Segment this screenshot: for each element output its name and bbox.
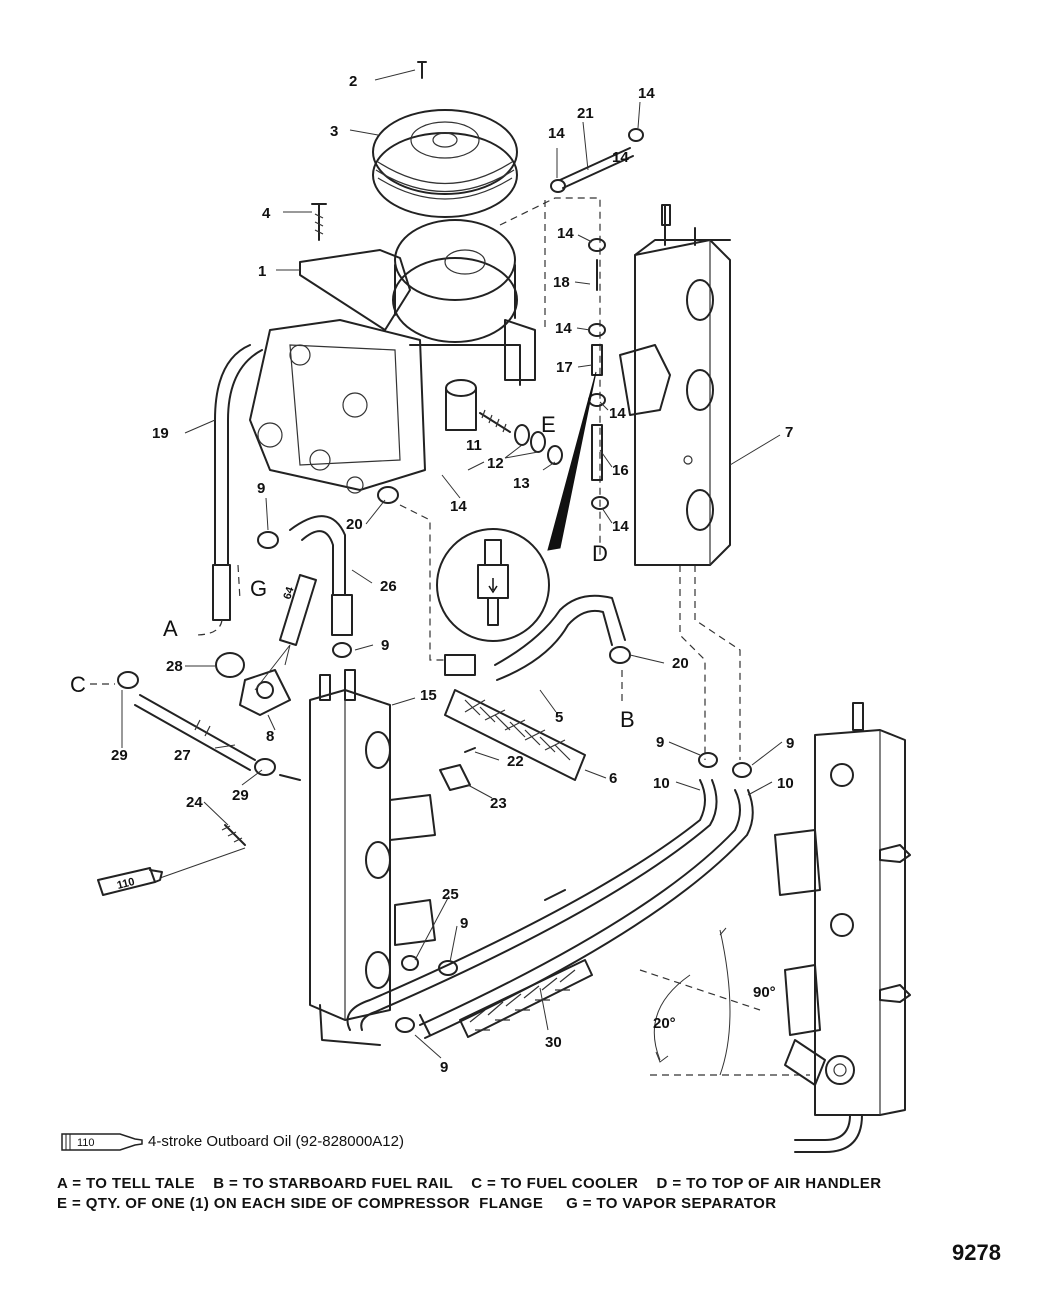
callout-30: 30 xyxy=(545,1034,562,1051)
callout-25: 25 xyxy=(442,886,459,903)
legend-tube-number: 110 xyxy=(77,1137,95,1149)
fuel-rail-15-part xyxy=(309,669,436,1021)
callout-9-f: 9 xyxy=(440,1059,448,1076)
callout-10-b: 10 xyxy=(777,775,794,792)
callout-17: 17 xyxy=(556,359,573,376)
screw-part xyxy=(417,61,427,79)
letter-A: A xyxy=(163,616,178,641)
detail-view xyxy=(436,371,597,642)
letter-G: G xyxy=(250,576,267,601)
hose-5-part xyxy=(444,594,626,681)
bolt-part xyxy=(311,203,327,241)
fitting-stack-part xyxy=(588,238,609,510)
hoses-10-part xyxy=(319,752,754,1046)
callout-19: 19 xyxy=(152,425,169,442)
fuel-rail-7-part xyxy=(619,204,731,566)
callout-10-a: 10 xyxy=(653,775,670,792)
notes-line-2: E = QTY. OF ONE (1) ON EACH SIDE OF COMP… xyxy=(57,1195,777,1212)
hose-26-part xyxy=(257,486,399,636)
callout-13: 13 xyxy=(513,475,530,492)
callout-9-d: 9 xyxy=(786,735,794,752)
callout-28: 28 xyxy=(166,658,183,675)
letter-B: B xyxy=(620,707,635,732)
callout-3: 3 xyxy=(330,123,338,140)
figure-number: 9278 xyxy=(952,1240,1001,1265)
callout-2: 2 xyxy=(349,73,357,90)
callout-9-b: 9 xyxy=(381,637,389,654)
callout-leader-lines xyxy=(121,69,783,1059)
callout-1: 1 xyxy=(258,263,266,280)
callout-9-a: 9 xyxy=(257,480,265,497)
callout-29-a: 29 xyxy=(111,747,128,764)
callout-14-d: 14 xyxy=(557,225,574,242)
callout-6: 6 xyxy=(609,770,617,787)
screw-24-part xyxy=(97,824,246,896)
starboard-rail-detail-part xyxy=(653,702,911,1153)
callout-21: 21 xyxy=(577,105,594,122)
hose-19-part xyxy=(194,344,263,636)
callout-29-b: 29 xyxy=(232,787,249,804)
callout-24: 24 xyxy=(186,794,203,811)
dashed-routing-lines xyxy=(90,197,810,1076)
tube-label-64: 64 xyxy=(281,585,296,601)
sealant-tube-icon: 110 xyxy=(61,1133,143,1151)
callout-26: 26 xyxy=(380,578,397,595)
callout-12: 12 xyxy=(487,455,504,472)
callout-11: 11 xyxy=(466,437,482,454)
letter-D: D xyxy=(592,541,608,566)
callout-14-f: 14 xyxy=(609,405,626,422)
filter-30-part xyxy=(459,959,593,1038)
pulley-part xyxy=(372,109,518,218)
clip-23-part xyxy=(401,747,476,971)
hose-27-part xyxy=(117,671,301,781)
callout-20-a: 20 xyxy=(346,516,363,533)
callout-14-g: 14 xyxy=(612,518,629,535)
angle-90-label: 90° xyxy=(753,984,776,1001)
callout-15: 15 xyxy=(420,687,437,704)
callout-7: 7 xyxy=(785,424,793,441)
tube-label-110: 110 xyxy=(116,876,136,892)
regulator-8-part xyxy=(215,574,317,716)
callout-5: 5 xyxy=(555,709,563,726)
callout-23: 23 xyxy=(490,795,507,812)
stud-washer-nut-part xyxy=(479,409,563,465)
filter-6-part xyxy=(444,689,586,781)
callout-14-c: 14 xyxy=(612,149,629,166)
callout-4: 4 xyxy=(262,205,271,222)
pump-assembly-part xyxy=(249,319,426,494)
callout-8: 8 xyxy=(266,728,274,745)
clamps-20-part xyxy=(332,642,631,664)
callout-20-b: 20 xyxy=(672,655,689,672)
legend-text: 4-stroke Outboard Oil (92-828000A12) xyxy=(148,1133,404,1150)
callout-14-h: 14 xyxy=(450,498,467,515)
callout-22: 22 xyxy=(507,753,524,770)
callout-14-a: 14 xyxy=(548,125,565,142)
letter-C: C xyxy=(70,672,86,697)
notes-line-1: A = TO TELL TALE B = TO STARBOARD FUEL R… xyxy=(57,1175,882,1192)
callout-18: 18 xyxy=(553,274,570,291)
callout-9-e: 9 xyxy=(460,915,468,932)
letter-E: E xyxy=(541,412,556,437)
callout-27: 27 xyxy=(174,747,191,764)
compressor-part xyxy=(299,219,536,431)
callout-16: 16 xyxy=(612,462,629,479)
angle-20-label: 20° xyxy=(653,1015,676,1032)
callout-14-b: 14 xyxy=(638,85,655,102)
tube-21-part xyxy=(550,128,644,193)
callout-9-c: 9 xyxy=(656,734,664,751)
callout-14-e: 14 xyxy=(555,320,572,337)
